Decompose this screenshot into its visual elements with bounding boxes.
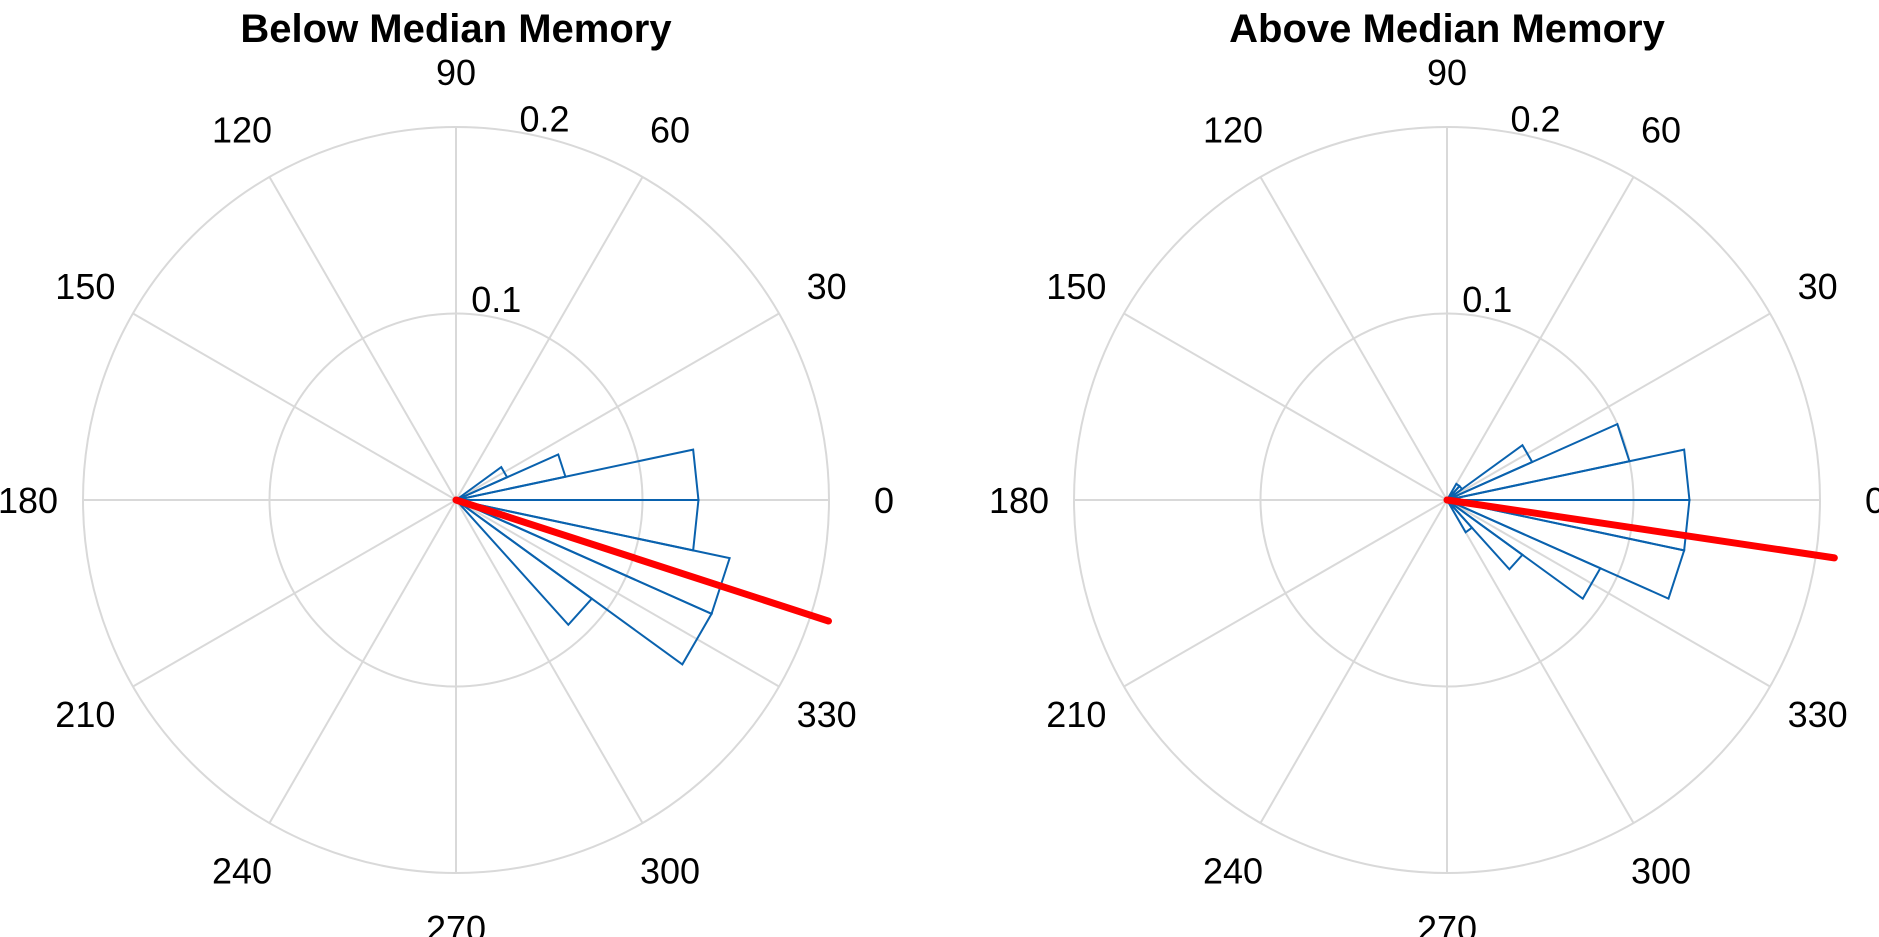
- angular-grid-line: [1446, 312, 1771, 501]
- histogram-bin: [1446, 499, 1474, 534]
- radial-tick-label: 0.1: [471, 279, 521, 320]
- histogram-bin: [1446, 422, 1631, 501]
- angle-tick-label: 0: [1865, 480, 1879, 521]
- angle-tick-label: 180: [989, 480, 1049, 521]
- histogram-bin: [1446, 499, 1524, 571]
- histogram-bin: [455, 499, 594, 627]
- angle-tick-label: 210: [1046, 694, 1106, 735]
- radial-tick-label: 0.2: [1511, 99, 1561, 140]
- angle-tick-label: 30: [1798, 266, 1838, 307]
- histogram-bin: [455, 499, 713, 666]
- angle-tick-label: 90: [436, 52, 476, 93]
- angle-tick-label: 180: [0, 480, 58, 521]
- histogram-bin: [455, 499, 731, 616]
- angle-tick-label: 330: [797, 694, 857, 735]
- angular-grid-line: [1446, 499, 1635, 824]
- angular-grid-line: [1446, 176, 1635, 501]
- angle-tick-label: 210: [55, 694, 115, 735]
- angular-grid-line: [1123, 499, 1448, 688]
- angular-grid-line: [1259, 176, 1448, 501]
- angle-tick-label: 120: [1203, 109, 1263, 150]
- angular-grid-line: [1446, 499, 1771, 688]
- angular-grid-line: [455, 499, 644, 824]
- angular-grid-line: [132, 499, 457, 688]
- angular-grid-line: [455, 176, 644, 501]
- angle-tick-label: 30: [807, 266, 847, 307]
- angular-grid-line: [268, 176, 457, 501]
- angle-tick-label: 150: [55, 266, 115, 307]
- angle-tick-label: 330: [1788, 694, 1848, 735]
- angle-tick-label: 0: [874, 480, 894, 521]
- angle-tick-label: 120: [212, 109, 272, 150]
- chart-title: Above Median Memory: [1229, 7, 1665, 51]
- angular-grid-line: [268, 499, 457, 824]
- angle-tick-label: 300: [1631, 851, 1691, 892]
- chart-title: Below Median Memory: [240, 7, 672, 51]
- angle-tick-label: 300: [640, 851, 700, 892]
- angle-tick-label: 270: [1417, 908, 1477, 937]
- angular-grid-line: [132, 312, 457, 501]
- angular-grid-line: [1259, 499, 1448, 824]
- angle-tick-label: 60: [1641, 109, 1681, 150]
- angle-tick-label: 150: [1046, 266, 1106, 307]
- radial-tick-label: 0.2: [520, 99, 570, 140]
- mean-vector-line: [452, 496, 832, 625]
- polar-plot-above-median: Above Median Memory 0 30 60 90 120 150 180 210 24…: [989, 7, 1879, 937]
- angle-tick-label: 240: [212, 851, 272, 892]
- mean-vector-line: [1443, 496, 1838, 562]
- polar-plot-below-median: Below Median Memory 0 30 60 90 120 150 180 210 24…: [0, 7, 894, 937]
- angular-grid-line: [455, 499, 780, 688]
- angle-tick-label: 270: [426, 908, 486, 937]
- angle-tick-label: 240: [1203, 851, 1263, 892]
- angle-tick-label: 60: [650, 109, 690, 150]
- radial-tick-label: 0.1: [1462, 279, 1512, 320]
- histogram-bin: [455, 453, 567, 501]
- angular-grid-line: [1123, 312, 1448, 501]
- angular-grid-line: [455, 312, 780, 501]
- angle-tick-label: 90: [1427, 52, 1467, 93]
